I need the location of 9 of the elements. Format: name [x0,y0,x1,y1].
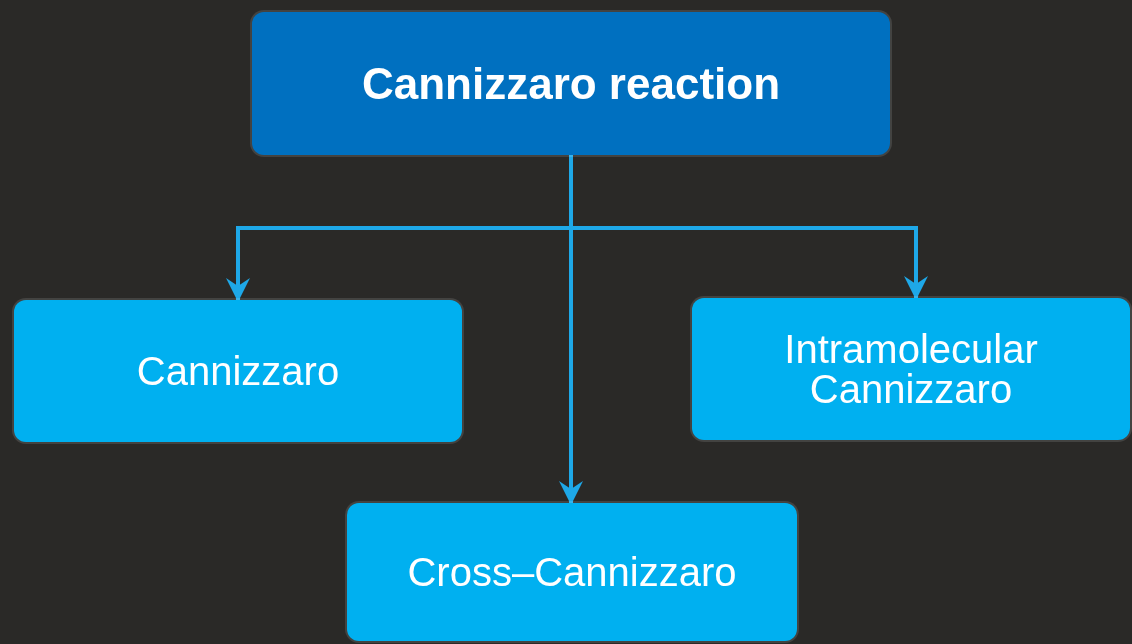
box-label: Cannizzaro reaction [360,61,782,106]
box-label: Intramolecular Cannizzaro [783,329,1039,409]
box-label: Cross–Cannizzaro [406,552,738,592]
category-box [347,503,797,641]
box-label: Cannizzaro [135,351,341,391]
category-box [692,298,1130,440]
title-box [252,12,890,155]
connector-arrow [559,155,583,505]
category-box [14,300,462,442]
